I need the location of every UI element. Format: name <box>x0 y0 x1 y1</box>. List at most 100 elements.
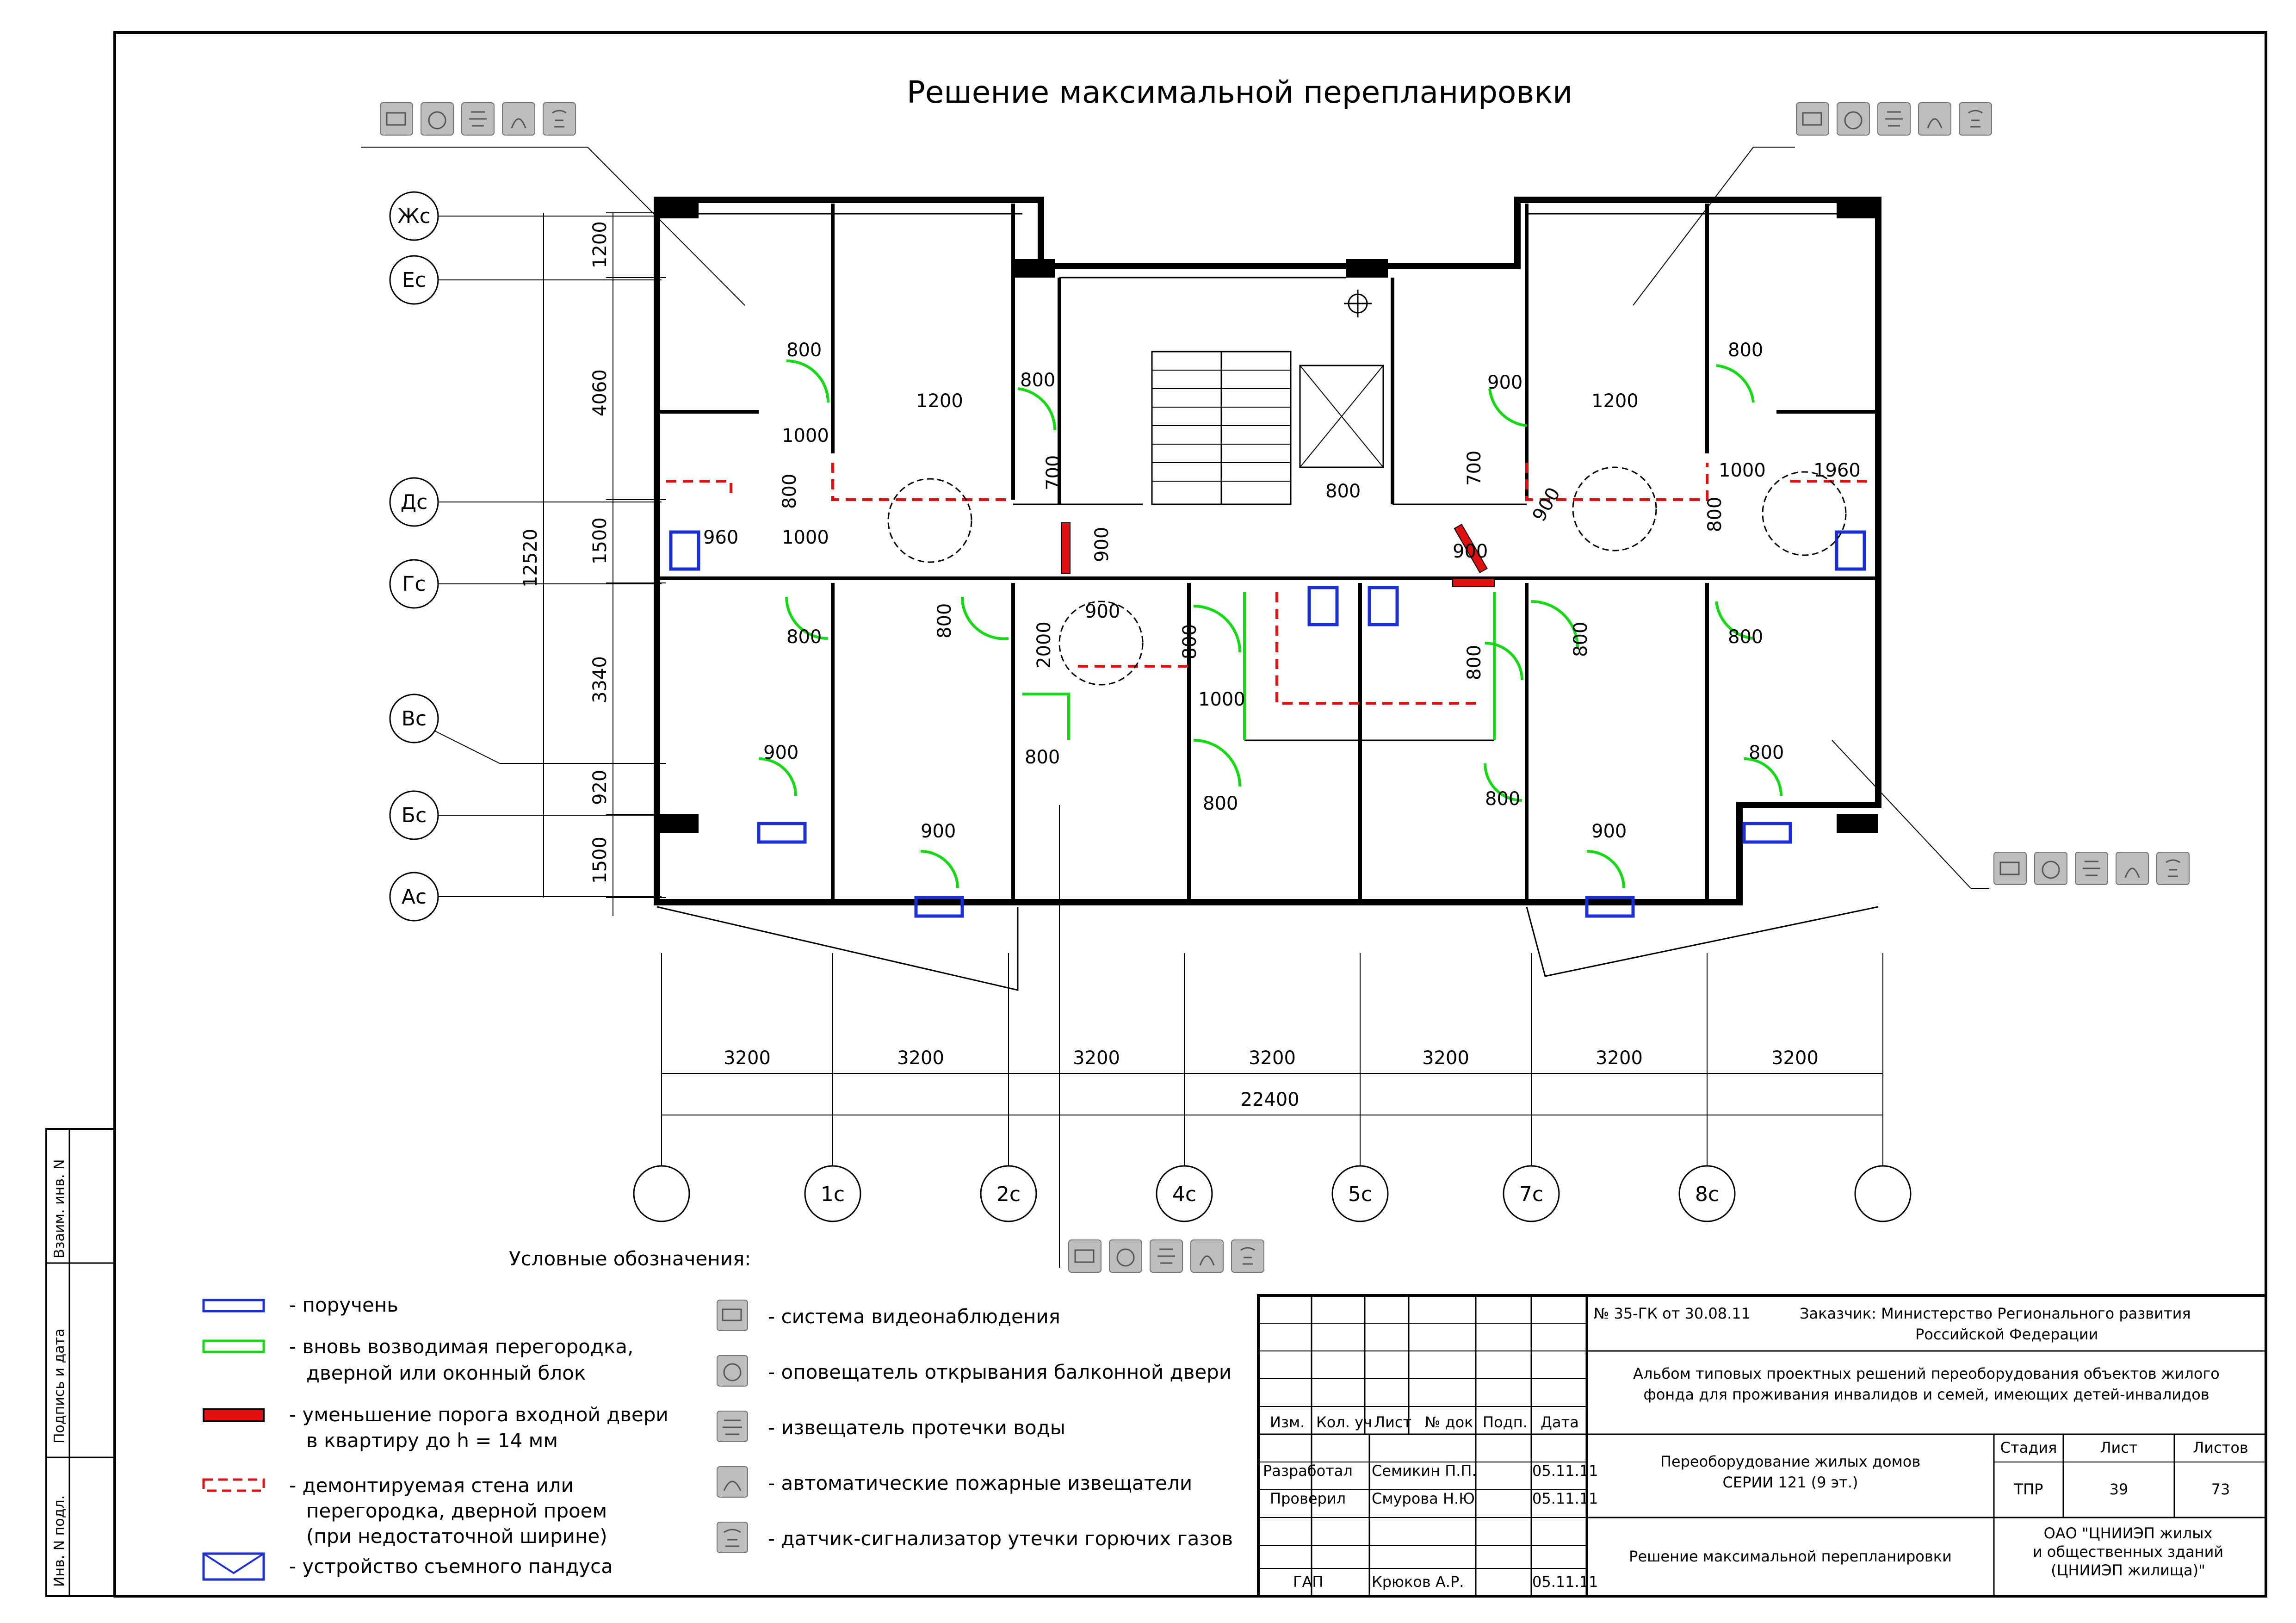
svg-text:- поручень: - поручень <box>289 1294 398 1316</box>
margin-stamp-inventory: Инв. N подл. <box>51 1495 68 1587</box>
svg-text:перегородка, дверной проем: перегородка, дверной проем <box>306 1499 607 1522</box>
sheet-frame <box>113 31 2267 1598</box>
vertical-dimensions: 1200 4060 1500 3340 920 1500 12520 <box>520 212 666 916</box>
tb-col-sign: Подп. <box>1483 1413 1528 1431</box>
svg-text:1000: 1000 <box>1719 460 1766 481</box>
dim-horizontal-4: 3200 <box>1249 1047 1296 1069</box>
svg-text:- датчик-сигнализатор утечки г: - датчик-сигнализатор утечки горючих газ… <box>768 1527 1233 1550</box>
svg-text:5с: 5с <box>1348 1183 1372 1206</box>
svg-text:800: 800 <box>786 626 822 648</box>
column-axes: 1с 2с 4с 5с 7с 8с 3200 3200 3200 3200 32… <box>633 953 1912 1222</box>
svg-text:Ас: Ас <box>402 885 427 909</box>
legend-item-new-partition: - вновь возводимая перегородка, дверной … <box>202 1335 633 1384</box>
legend-heading: Условные обозначения: <box>509 1247 751 1270</box>
svg-text:800: 800 <box>1728 626 1763 648</box>
svg-text:- устройство съемного пандуса: - устройство съемного пандуса <box>289 1555 613 1578</box>
tb-project-2: СЕРИИ 121 (9 эт.) <box>1722 1474 1858 1491</box>
svg-text:2000: 2000 <box>1034 621 1055 669</box>
sensor-iconset-top-left <box>361 102 745 306</box>
legend-item-demolish: - демонтируемая стена или перегородка, д… <box>202 1474 607 1548</box>
svg-text:800: 800 <box>1325 481 1361 502</box>
svg-text:700: 700 <box>1043 455 1064 490</box>
wheelchair-turn-circles <box>887 466 1847 686</box>
dim-vertical-total: 12520 <box>520 529 541 588</box>
svg-text:2с: 2с <box>996 1183 1021 1206</box>
svg-text:800: 800 <box>1464 645 1485 680</box>
opening-dimensions: 800 1000 800 1000 800 960 1200 800 700 9… <box>703 340 1861 842</box>
svg-text:800: 800 <box>779 474 800 509</box>
dim-vertical-3: 1500 <box>589 517 611 564</box>
svg-text:900: 900 <box>1453 541 1488 562</box>
svg-text:800: 800 <box>1179 624 1201 659</box>
axis-row-g: Гс <box>389 559 662 609</box>
dim-horizontal-2: 3200 <box>897 1047 944 1069</box>
tb-org-3: (ЦНИИЭП жилища)" <box>2051 1561 2205 1579</box>
tb-project-1: Переоборудование жилых домов <box>1660 1453 1920 1470</box>
legend-icon-camera: - система видеонаблюдения <box>717 1300 1060 1331</box>
margin-stamp-strip: Взаим. инв. N Подпись и дата Инв. N подл… <box>45 1128 116 1597</box>
tb-name-gap: Крюков А.Р. <box>1372 1573 1464 1591</box>
legend-icon-gas-detector: - датчик-сигнализатор утечки горючих газ… <box>717 1522 1233 1553</box>
svg-text:- вновь возводимая перегородка: - вновь возводимая перегородка, <box>289 1335 633 1358</box>
row-axes: Жс Ес Дс Гс Вс Бс Ас <box>389 191 662 922</box>
svg-text:дверной или оконный блок: дверной или оконный блок <box>306 1362 586 1384</box>
svg-text:800: 800 <box>1704 497 1726 532</box>
legend-icon-beetle-alarm: - оповещатель открывания балконной двери <box>717 1355 1232 1387</box>
svg-text:1200: 1200 <box>1591 390 1639 412</box>
svg-text:1000: 1000 <box>782 425 829 446</box>
threshold-reductions <box>1061 522 1495 587</box>
svg-text:800: 800 <box>1728 340 1763 361</box>
svg-text:7с: 7с <box>1519 1183 1543 1206</box>
axis-row-v: Вс <box>389 694 662 764</box>
tb-date-gap: 05.11.11 <box>1532 1573 1598 1591</box>
sensor-iconset-top-right <box>1633 102 1993 306</box>
svg-text:(при недостаточной ширине): (при недостаточной ширине) <box>306 1525 607 1548</box>
svg-text:- система видеонаблюдения: - система видеонаблюдения <box>768 1305 1060 1328</box>
tb-col-kol: Кол. уч <box>1316 1413 1372 1431</box>
dim-vertical-6: 1500 <box>589 836 611 884</box>
balconies <box>656 906 1879 991</box>
dim-horizontal-7: 3200 <box>1771 1047 1819 1069</box>
sensor-iconset-right <box>1832 740 2190 889</box>
tb-sheets-header: Листов <box>2193 1439 2248 1456</box>
legend-item-handrail: - поручень <box>202 1294 398 1316</box>
svg-text:- уменьшение порога входной дв: - уменьшение порога входной двери <box>289 1403 668 1426</box>
tb-sheet: 39 <box>2110 1481 2129 1498</box>
exterior-walls <box>654 197 1881 905</box>
svg-text:900: 900 <box>1529 484 1565 525</box>
tb-col-doc: № док. <box>1425 1413 1478 1431</box>
tb-drawing-name: Решение максимальной перепланировки <box>1629 1548 1952 1565</box>
tb-org-1: ОАО "ЦНИИЭП жилых <box>2044 1524 2213 1542</box>
svg-text:Жс: Жс <box>397 204 431 228</box>
svg-text:8с: 8с <box>1695 1183 1719 1206</box>
tb-role-developer: Разработал <box>1263 1462 1353 1480</box>
tb-name-developer: Семикин П.П. <box>1372 1462 1477 1480</box>
svg-text:1000: 1000 <box>1198 689 1245 710</box>
svg-text:Вс: Вс <box>402 707 427 731</box>
svg-text:800: 800 <box>1570 622 1591 657</box>
legend: Условные обозначения: - поручень - вновь… <box>202 1247 1233 1581</box>
interior-walls <box>657 204 1878 902</box>
tb-date-developer: 05.11.11 <box>1532 1462 1598 1480</box>
handrails <box>669 530 1866 918</box>
tb-date-checker: 05.11.11 <box>1532 1490 1598 1507</box>
axis-row-a: Ас <box>389 872 662 922</box>
svg-text:в квартиру до h = 14 мм: в квартиру до h = 14 мм <box>306 1429 558 1452</box>
svg-text:Дс: Дс <box>401 490 428 514</box>
legend-icon-water-leak: - извещатель протечки воды <box>717 1411 1065 1442</box>
dim-horizontal-6: 3200 <box>1596 1047 1643 1069</box>
elevator-shaft <box>1299 290 1384 468</box>
svg-text:1000: 1000 <box>782 527 829 548</box>
tb-col-date: Дата <box>1541 1413 1579 1431</box>
tb-org-2: и общественных зданий <box>2033 1543 2223 1561</box>
tb-col-izm: Изм. <box>1270 1413 1305 1431</box>
dim-vertical-2: 4060 <box>589 369 611 416</box>
svg-text:900: 900 <box>1091 527 1113 562</box>
dim-horizontal-5: 3200 <box>1422 1047 1469 1069</box>
svg-text:4с: 4с <box>1172 1183 1196 1206</box>
title-block: Изм. Кол. уч Лист № док. Подп. Дата Разр… <box>1257 1294 2267 1598</box>
svg-text:900: 900 <box>763 742 798 763</box>
tb-sheet-header: Лист <box>2100 1439 2137 1456</box>
tb-sheets: 73 <box>2211 1481 2230 1498</box>
